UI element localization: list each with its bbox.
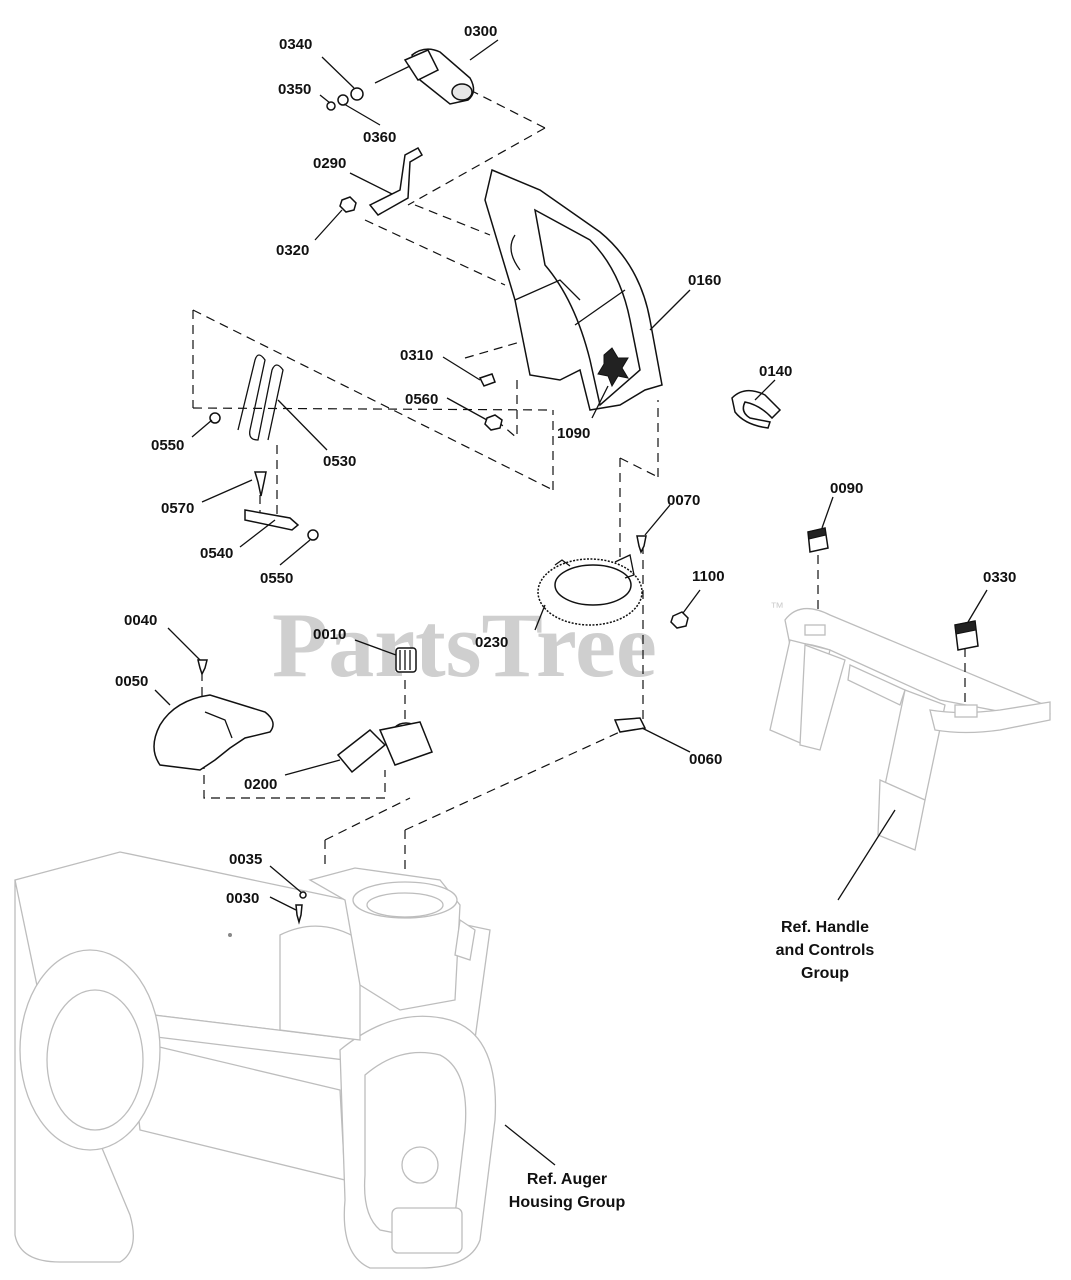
spring-part-0530[interactable] <box>237 354 284 441</box>
knob-part-0090[interactable] <box>807 527 829 553</box>
label-0050: 0050 <box>115 673 148 690</box>
label-0320: 0320 <box>276 242 309 259</box>
bracket-part-0290[interactable] <box>368 146 424 216</box>
label-0070: 0070 <box>667 492 700 509</box>
label-1100: 1100 <box>692 568 725 585</box>
label-0140: 0140 <box>759 363 792 380</box>
screw-part-0040[interactable] <box>197 659 208 676</box>
handle-controls-part[interactable] <box>769 608 1051 851</box>
reference-handle-controls: Ref. Handle and Controls Group <box>776 919 875 982</box>
label-1090: 1090 <box>557 425 590 442</box>
screw-part-0030[interactable] <box>295 904 303 925</box>
label-0030: 0030 <box>226 890 259 907</box>
chute-part-0160[interactable] <box>484 168 663 411</box>
label-0060: 0060 <box>689 751 722 768</box>
ref-handle-line3: Group <box>801 965 849 982</box>
nut-part-1100[interactable] <box>670 611 689 629</box>
cover-part-0050[interactable] <box>153 694 274 771</box>
label-0340: 0340 <box>279 36 312 53</box>
label-0550a: 0550 <box>151 437 184 454</box>
ref-handle-line1: Ref. Handle <box>781 919 869 936</box>
label-0330: 0330 <box>983 569 1016 586</box>
bushing-part-0060[interactable] <box>613 717 647 733</box>
screw-part-0070[interactable] <box>636 535 647 554</box>
label-0560: 0560 <box>405 391 438 408</box>
ref-auger-line2: Housing Group <box>509 1194 626 1211</box>
label-0090: 0090 <box>830 480 863 497</box>
motor-part-0300[interactable] <box>374 48 475 105</box>
pin-part-0035[interactable] <box>299 891 307 899</box>
washer-part-0360[interactable] <box>337 94 349 106</box>
label-0200: 0200 <box>244 776 277 793</box>
label-0550b: 0550 <box>260 570 293 587</box>
watermark-trademark: ™ <box>770 599 784 615</box>
part-labels: 0300 0340 0350 0360 0290 0320 0160 0310 … <box>115 23 1016 907</box>
label-0040: 0040 <box>124 612 157 629</box>
gear-motor-part-0200[interactable] <box>336 721 433 774</box>
label-0300: 0300 <box>464 23 497 40</box>
ref-handle-line2: and Controls <box>776 942 875 959</box>
label-0360: 0360 <box>363 129 396 146</box>
ref-auger-line1: Ref. Auger <box>527 1171 607 1188</box>
label-0570: 0570 <box>161 500 194 517</box>
gear-part-0010[interactable] <box>395 647 417 673</box>
label-0530: 0530 <box>323 453 356 470</box>
reference-auger-housing: Ref. Auger Housing Group <box>509 1171 626 1211</box>
washer-part-0550b[interactable] <box>307 529 319 541</box>
leader-lines <box>154 39 988 1166</box>
washer-part-0550a[interactable] <box>209 412 221 424</box>
label-0160: 0160 <box>688 272 721 289</box>
auger-housing-part[interactable] <box>14 851 497 1269</box>
clip-part-0140[interactable] <box>731 389 782 429</box>
knob-part-0330[interactable] <box>954 620 979 651</box>
label-0310: 0310 <box>400 347 433 364</box>
washer-part-0340[interactable] <box>350 87 364 101</box>
gear-ring-part-0230[interactable] <box>537 554 643 626</box>
label-0540: 0540 <box>200 545 233 562</box>
label-0010: 0010 <box>313 626 346 643</box>
nut-part-0350[interactable] <box>326 101 336 111</box>
label-0230: 0230 <box>475 634 508 651</box>
label-0350: 0350 <box>278 81 311 98</box>
bracket-part-0540[interactable] <box>244 509 300 531</box>
assembly-lines <box>192 89 966 870</box>
bolt-part-0570[interactable] <box>253 471 267 497</box>
nut-part-0320[interactable] <box>339 196 357 213</box>
label-0290: 0290 <box>313 155 346 172</box>
bolt-part-0310[interactable] <box>478 373 496 387</box>
nut-part-0560[interactable] <box>484 414 503 431</box>
label-0035: 0035 <box>229 851 262 868</box>
